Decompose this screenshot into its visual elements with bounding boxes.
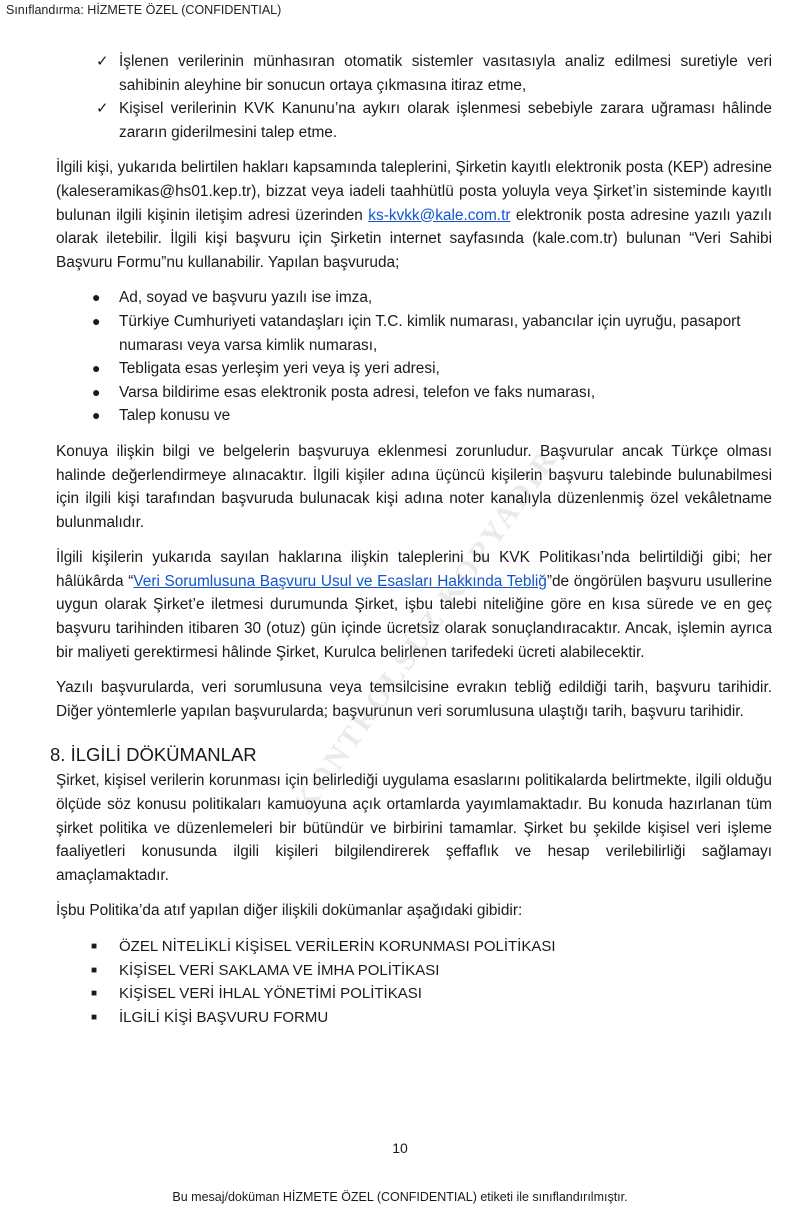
checkmark-icon: ✓ — [96, 100, 109, 118]
square-bullet-icon: ■ — [91, 988, 98, 1000]
related-documents-list: ■ÖZEL NİTELİKLİ KİŞİSEL VERİLERİN KORUNM… — [56, 935, 772, 1029]
square-bullet-icon: ■ — [91, 1011, 98, 1023]
list-item: ■ÖZEL NİTELİKLİ KİŞİSEL VERİLERİN KORUNM… — [56, 935, 772, 959]
bullet-icon: ● — [92, 289, 101, 306]
rights-checklist: ✓İşlenen verilerinin münhasıran otomatik… — [56, 50, 772, 144]
regulation-link[interactable]: Veri Sorumlusuna Başvuru Usul ve Esaslar… — [133, 572, 547, 590]
list-item: ✓İşlenen verilerinin münhasıran otomatik… — [56, 50, 772, 97]
list-item: ■KİŞİSEL VERİ İHLAL YÖNETİMİ POLİTİKASI — [56, 982, 772, 1006]
page-number: 10 — [392, 1140, 408, 1156]
related-documents-intro: İşbu Politika’da atıf yapılan diğer iliş… — [56, 902, 523, 920]
list-item: ■İLGİLİ KİŞİ BAŞVURU FORMU — [56, 1006, 772, 1030]
list-item: ●Varsa bildirime esas elektronik posta a… — [56, 381, 772, 405]
bullet-icon: ● — [92, 360, 101, 377]
related-documents-paragraph: Şirket, kişisel verilerin korunması için… — [56, 772, 772, 884]
square-bullet-icon: ■ — [91, 964, 98, 976]
section-heading: 8. İLGİLİ DÖKÜMANLAR — [50, 744, 257, 766]
application-paragraph: İlgili kişi, yukarıda belirtilen hakları… — [56, 159, 773, 271]
application-requirements-list: ●Ad, soyad ve başvuru yazılı ise imza, ●… — [56, 286, 772, 428]
list-item: ■KİŞİSEL VERİ SAKLAMA VE İMHA POLİTİKASI — [56, 959, 772, 983]
classification-footer: Bu mesaj/doküman HİZMETE ÖZEL (CONFIDENT… — [172, 1190, 628, 1204]
bullet-icon: ● — [92, 383, 101, 400]
list-item: ●Türkiye Cumhuriyeti vatandaşları için T… — [56, 310, 772, 357]
documents-requirement-paragraph: Konuya ilişkin bilgi ve belgelerin başvu… — [56, 442, 772, 531]
document-body: ✓İşlenen verilerinin münhasıran otomatik… — [50, 50, 773, 1029]
list-item: ●Ad, soyad ve başvuru yazılı ise imza, — [56, 286, 772, 310]
bullet-icon: ● — [92, 312, 101, 329]
application-date-paragraph: Yazılı başvurularda, veri sorumlusuna ve… — [56, 679, 772, 720]
checkmark-icon: ✓ — [96, 53, 109, 70]
classification-header: Sınıflandırma: HİZMETE ÖZEL (CONFIDENTIA… — [6, 3, 282, 17]
kvkk-email-link[interactable]: ks-kvkk@kale.com.tr — [368, 206, 511, 224]
list-item: ●Talep konusu ve — [56, 404, 772, 428]
list-item: ●Tebligata esas yerleşim yeri veya iş ye… — [56, 357, 772, 381]
response-time-paragraph: İlgili kişilerin yukarıda sayılan haklar… — [56, 549, 773, 661]
list-item: ✓Kişisel verilerinin KVK Kanunu’na aykır… — [56, 97, 772, 144]
bullet-icon: ● — [92, 407, 101, 424]
square-bullet-icon: ■ — [91, 941, 98, 952]
